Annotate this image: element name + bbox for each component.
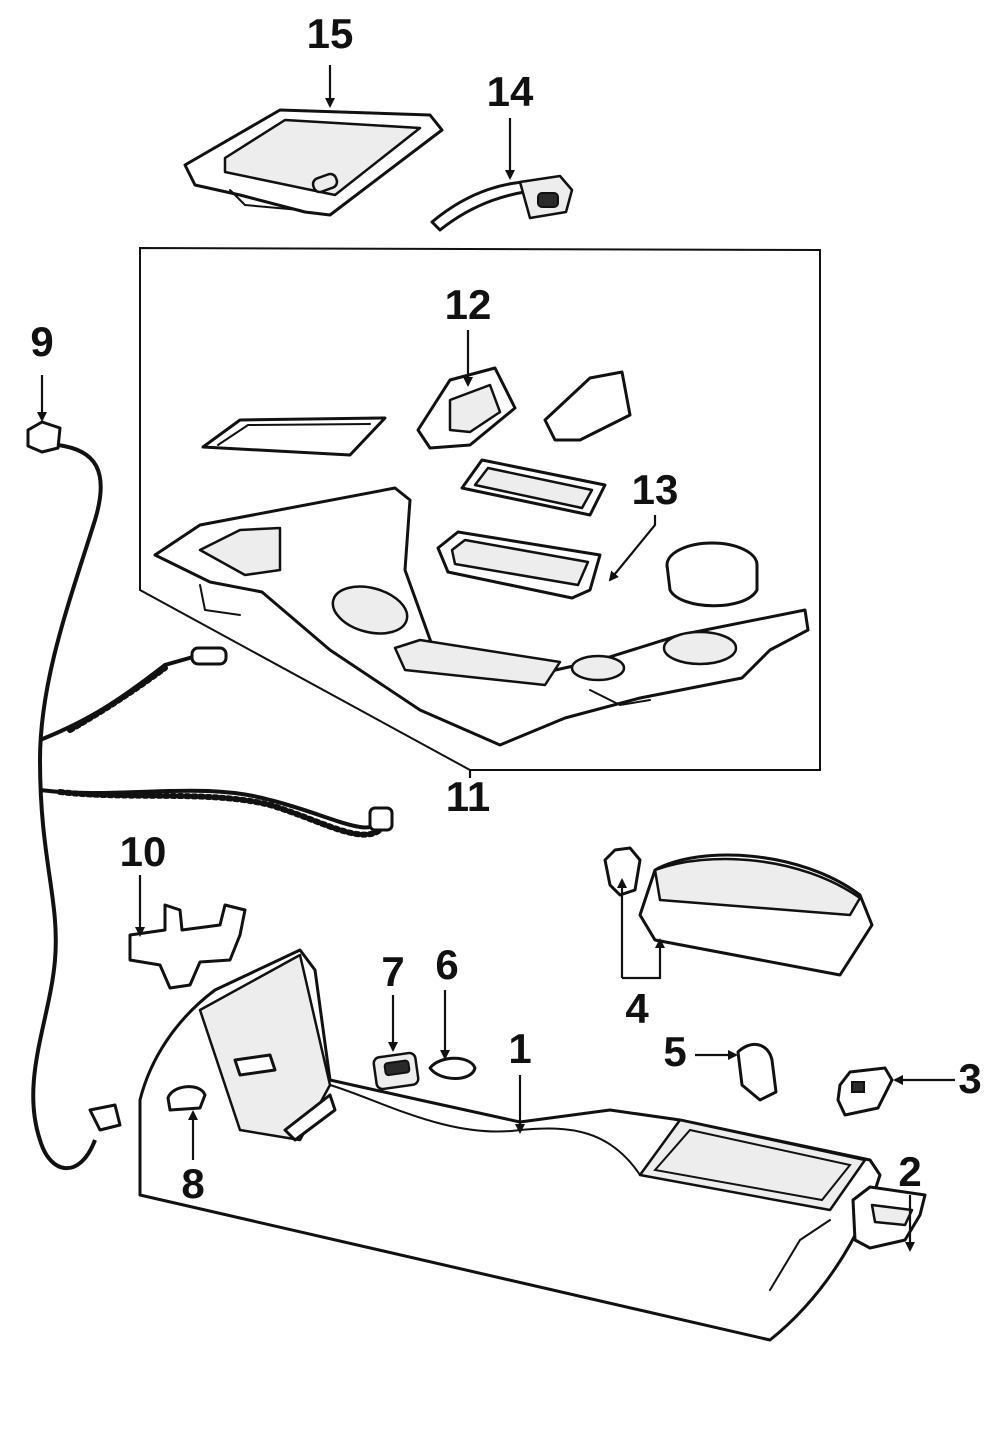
callout-12: 12 [445,281,492,328]
part-2-cup-insert [851,1185,927,1250]
part-12-trim-pieces [416,366,632,450]
part-10-bracket [128,903,247,990]
callout-8: 8 [181,1160,204,1207]
part-14-indicator-strip [430,174,574,232]
callout-14: 14 [487,68,534,115]
callout-11: 11 [446,773,490,820]
part-4-armrest [603,846,874,977]
part-9-wiring-harness [26,420,394,1171]
callout-6: 6 [435,941,458,988]
callout-3: 3 [958,1055,981,1102]
callout-10: 10 [120,828,167,875]
callout-15: 15 [307,10,354,57]
callout-7: 7 [381,948,404,995]
callout-5: 5 [663,1028,686,1075]
callout-4: 4 [625,985,649,1032]
part-11-group-box [139,246,821,771]
part-7-switch [372,1051,420,1091]
part-3-latch [836,1066,894,1117]
callout-9: 9 [30,318,53,365]
part-8-socket [166,1085,207,1112]
small-pad [201,416,387,457]
part-13-storage-trays [436,458,759,608]
part-5-plug [736,1043,778,1102]
callout-2: 2 [898,1148,921,1195]
part-15-console-cover [183,108,444,217]
part-11-console-bezel [153,486,810,747]
part-1-console-body [138,948,882,1342]
part-6-bulb [428,1056,477,1080]
leader-lines [37,65,955,1252]
callout-1: 1 [508,1025,531,1072]
callout-13: 13 [632,466,679,513]
